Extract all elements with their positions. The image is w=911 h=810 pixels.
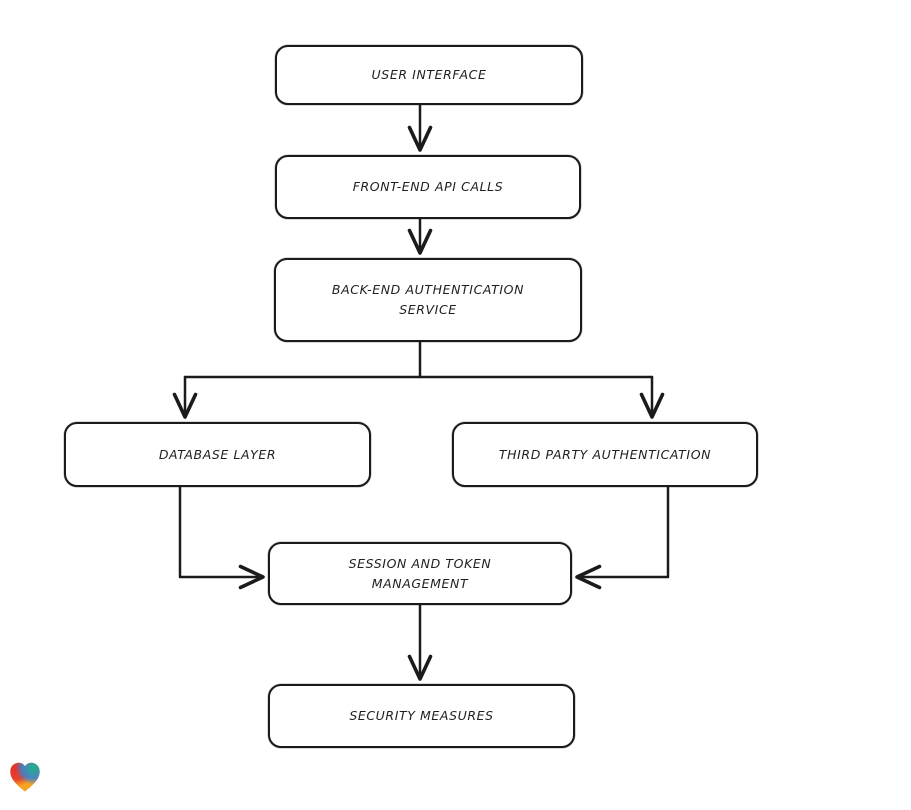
node-back-end-authentication-service: BACK-END AUTHENTICATION SERVICE [274, 258, 582, 342]
node-session-and-token-management: SESSION AND TOKEN MANAGEMENT [268, 542, 572, 605]
node-label-third-party-authentication: THIRD PARTY AUTHENTICATION [498, 446, 712, 462]
node-label-session-and-token-management: SESSION AND TOKEN MANAGEMENT [348, 555, 492, 591]
node-front-end-api-calls: FRONT-END API CALLS [275, 155, 581, 219]
node-label-user-interface: USER INTERFACE [371, 67, 487, 82]
node-label-database-layer: DATABASE LAYER [158, 446, 277, 462]
node-third-party-authentication: THIRD PARTY AUTHENTICATION [452, 422, 758, 487]
edge-database-to-session [178, 485, 265, 590]
heart-logo[interactable] [8, 761, 42, 794]
node-user-interface: USER INTERFACE [275, 45, 583, 105]
node-label-front-end-api-calls: FRONT-END API CALLS [352, 179, 504, 194]
edge-thirdparty-to-session [575, 485, 670, 590]
node-label-back-end-authentication-service: BACK-END AUTHENTICATION SERVICE [331, 282, 525, 317]
node-database-layer: DATABASE LAYER [64, 422, 371, 487]
heart-logo-icon [10, 762, 40, 792]
node-label-security-measures: SECURITY MEASURES [349, 708, 494, 723]
node-security-measures: SECURITY MEASURES [268, 684, 575, 748]
